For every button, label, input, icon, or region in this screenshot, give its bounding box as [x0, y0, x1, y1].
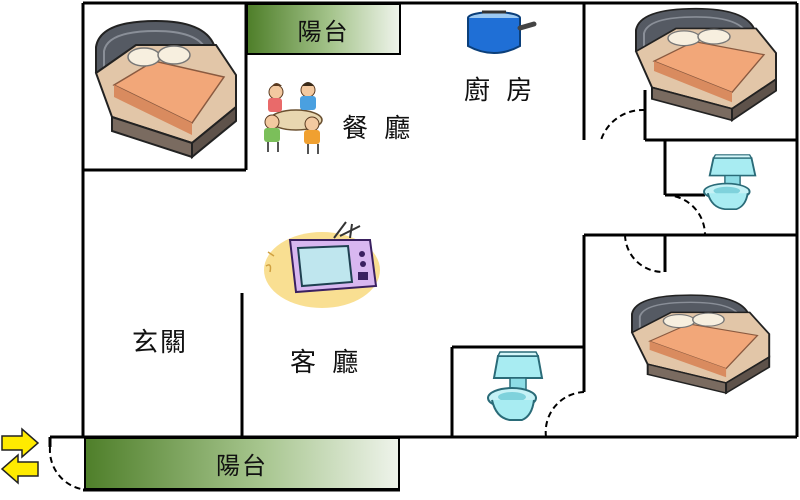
toilet-icon: [703, 153, 757, 211]
tv-icon: [264, 221, 380, 308]
bed-icon: [95, 20, 237, 158]
balcony-bottom: 陽台: [84, 437, 400, 490]
kitchen-label: 廚 房: [464, 76, 537, 106]
living-room-label: 客 廳: [290, 348, 363, 378]
entry-arrow-icon: [0, 427, 40, 485]
balcony-bottom-label: 陽台: [216, 452, 268, 480]
toilet-icon: [487, 351, 543, 421]
balcony-top: 陽台: [246, 3, 401, 55]
door-swings: [48, 108, 706, 492]
bed-icon: [631, 294, 771, 395]
dining-family-icon: [264, 82, 323, 154]
dining-label: 餐 廳: [342, 114, 415, 144]
entrance-label: 玄關: [132, 328, 189, 358]
pot-icon: [467, 10, 537, 54]
balcony-top-label: 陽台: [297, 17, 350, 46]
bed-icon: [635, 7, 777, 122]
